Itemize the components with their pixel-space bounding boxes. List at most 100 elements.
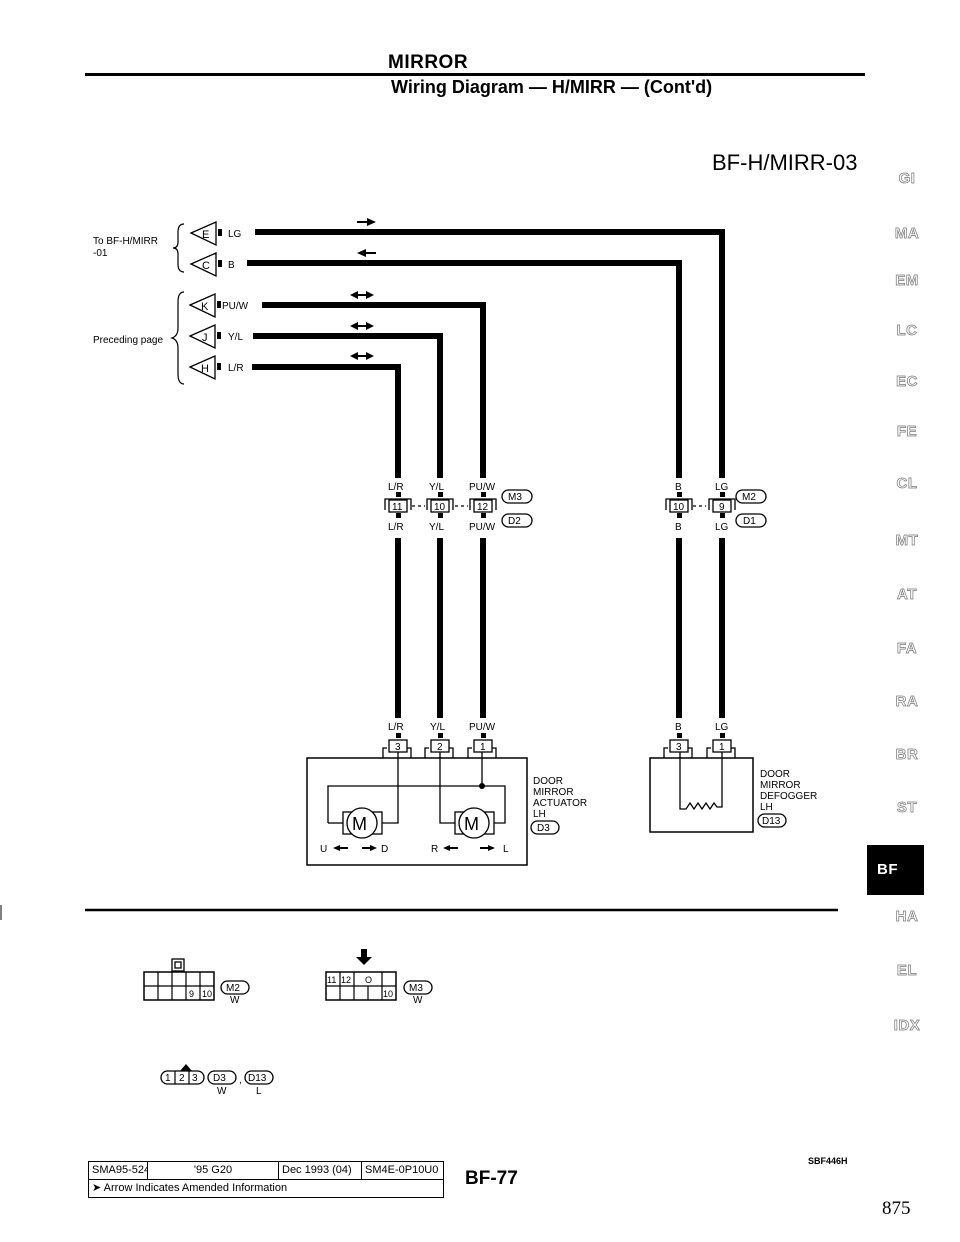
svg-text:C: C [202, 260, 210, 272]
side-tab-at[interactable]: AT [897, 586, 917, 604]
svg-text:10: 10 [434, 502, 446, 513]
svg-text:D: D [381, 844, 388, 855]
svg-text:12: 12 [477, 502, 489, 513]
svg-text:L/R: L/R [388, 482, 404, 493]
side-tab-st[interactable]: ST [896, 799, 918, 817]
resistor-icon [679, 752, 723, 811]
side-tab-mt[interactable]: MT [895, 532, 919, 550]
side-tab-br[interactable]: BR [895, 746, 919, 764]
svg-text:3: 3 [676, 742, 682, 753]
svg-text:12: 12 [341, 975, 351, 985]
side-tab-fe[interactable]: FE [896, 423, 918, 441]
svg-text:LG: LG [715, 522, 729, 533]
side-tab-el[interactable]: EL [896, 962, 918, 980]
side-tab-idx[interactable]: IDX [893, 1017, 921, 1035]
side-tab-ec[interactable]: EC [896, 373, 918, 391]
connector-id-d13: D13 [762, 816, 781, 827]
terminal-flag-j: J Y/L [188, 324, 243, 350]
section-title: MIRROR [388, 52, 469, 73]
svg-text:L: L [503, 844, 509, 855]
svg-text:10: 10 [673, 502, 685, 513]
actuator-name-3: ACTUATOR [533, 798, 587, 809]
arrow-down-icon [356, 949, 372, 965]
direction-arrows [350, 218, 376, 360]
svg-text:9: 9 [189, 989, 194, 999]
connector-id-m3: M3 [508, 492, 522, 503]
side-tab-bf-active[interactable]: BF [867, 845, 924, 895]
side-tab-ra[interactable]: RA [895, 693, 919, 711]
svg-text:3: 3 [395, 742, 401, 753]
amended-arrow-icon: ➤ [92, 1182, 104, 1194]
connector-id-d1: D1 [743, 516, 756, 527]
svg-text:U: U [320, 844, 327, 855]
footer-manual-code: SM4E-0P10U0 [365, 1164, 439, 1176]
svg-text:B: B [675, 482, 682, 493]
svg-text:LG: LG [715, 482, 729, 493]
actuator-name-2: MIRROR [533, 787, 574, 798]
svg-text:PU/W: PU/W [469, 722, 496, 733]
defogger-name-4: LH [760, 802, 773, 813]
svg-text:K: K [201, 301, 209, 313]
wire-lr [252, 364, 401, 718]
connector-view-m3: 11 12 O 10 M3 W [325, 949, 433, 1006]
wire-yl [253, 333, 443, 718]
svg-text:W: W [217, 1086, 227, 1097]
defogger-name-2: MIRROR [760, 780, 801, 791]
svg-text:1: 1 [165, 1073, 171, 1084]
side-tab-ha[interactable]: HA [895, 908, 919, 926]
terminal-flag-c: C B [189, 252, 235, 278]
group-label-to: To BF-H/MIRR [93, 236, 158, 247]
side-tab-gi[interactable]: GI [898, 170, 916, 188]
side-tab-cl[interactable]: CL [896, 475, 918, 493]
diagram-code: BF-H/MIRR-03 [712, 150, 858, 175]
svg-text:PU/W: PU/W [469, 482, 496, 493]
motor-icon: M [342, 807, 383, 839]
svg-text:D13: D13 [248, 1073, 267, 1084]
arrow-both-icon [350, 291, 374, 299]
wire-label-puw: PU/W [222, 301, 249, 312]
side-tab-fa[interactable]: FA [896, 640, 918, 658]
arrow-both-icon [350, 352, 374, 360]
side-tab-ma[interactable]: MA [894, 225, 920, 243]
svg-text:3: 3 [192, 1073, 198, 1084]
defogger-name-1: DOOR [760, 769, 790, 780]
svg-text:M3: M3 [409, 983, 423, 994]
svg-text:W: W [230, 995, 240, 1006]
header-rule [85, 73, 865, 76]
svg-text:E: E [202, 229, 209, 241]
svg-text:L: L [256, 1086, 262, 1097]
svg-text:Y/L: Y/L [430, 722, 445, 733]
defogger-name-3: DEFOGGER [760, 791, 817, 802]
wire-lg [255, 229, 725, 718]
terminal-flag-e: E LG [189, 221, 242, 247]
arrow-both-icon [350, 322, 374, 330]
svg-text:Y/L: Y/L [429, 482, 444, 493]
svg-text:11: 11 [327, 975, 336, 985]
wire-label-lr: L/R [228, 363, 244, 374]
connector-view-d3-d13: 1 2 3 D3 W , D13 L [160, 1064, 274, 1097]
side-tab-lc[interactable]: LC [896, 322, 918, 340]
svg-text:2: 2 [179, 1073, 185, 1084]
door-mirror-defogger: B LG 3 1 DOOR MIRROR DEFOGGER LH D13 [649, 722, 817, 833]
figure-ref-code: SBF446H [808, 1156, 848, 1166]
footer-note: ➤ Arrow Indicates Amended Information [92, 1182, 288, 1194]
page-subtitle: Wiring Diagram — H/MIRR — (Cont'd) [391, 77, 713, 97]
connector-id-m2: M2 [742, 492, 756, 503]
svg-text:O: O [365, 975, 372, 985]
footer-model: '95 G20 [148, 1162, 279, 1179]
connector-id-d3: D3 [537, 823, 550, 834]
svg-text:PU/W: PU/W [469, 522, 496, 533]
wire-b [247, 260, 682, 718]
brace-prev [170, 291, 185, 385]
svg-text:Y/L: Y/L [429, 522, 444, 533]
terminal-flag-h: H L/R [188, 355, 244, 381]
side-tab-em[interactable]: EM [895, 272, 919, 290]
svg-text:M: M [464, 814, 479, 834]
svg-text:1: 1 [719, 742, 725, 753]
svg-text:9: 9 [719, 502, 725, 513]
svg-text:H: H [201, 363, 209, 375]
svg-text:L/R: L/R [388, 722, 404, 733]
actuator-name-4: LH [533, 809, 546, 820]
footer-doc-code: SMA95-524 [89, 1162, 148, 1179]
brace-to [172, 223, 185, 273]
